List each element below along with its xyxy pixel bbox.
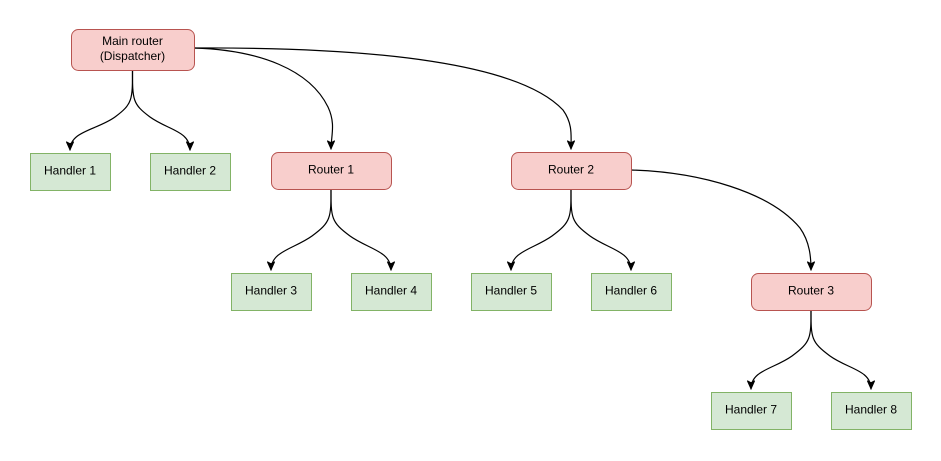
edge-main-router-to-router-2 bbox=[193, 47, 571, 149]
node-label-main-router: Main router bbox=[102, 34, 163, 48]
node-box-handler-8[interactable] bbox=[831, 392, 912, 430]
edge-main-router-to-router-1 bbox=[193, 47, 333, 149]
edge-main-router-to-handler-1 bbox=[70, 69, 134, 150]
node-box-router-2[interactable] bbox=[511, 152, 632, 190]
node-handler-7[interactable]: Handler 7 bbox=[711, 392, 792, 430]
node-label-handler-1: Handler 1 bbox=[44, 164, 96, 178]
node-router-1[interactable]: Router 1 bbox=[271, 152, 392, 190]
node-box-router-3[interactable] bbox=[751, 273, 872, 311]
edge-router-3-to-handler-7 bbox=[751, 309, 812, 389]
edge-router-1-to-handler-3 bbox=[271, 188, 332, 270]
node-box-handler-1[interactable] bbox=[30, 153, 111, 191]
edge-router-1-to-handler-4 bbox=[330, 188, 391, 270]
node-main-router[interactable]: Main router(Dispatcher) bbox=[71, 29, 195, 71]
node-label-handler-4: Handler 4 bbox=[365, 284, 417, 298]
node-label-handler-6: Handler 6 bbox=[605, 284, 657, 298]
node-box-handler-3[interactable] bbox=[231, 273, 312, 311]
node-label-router-2: Router 2 bbox=[548, 163, 594, 177]
node-handler-5[interactable]: Handler 5 bbox=[471, 273, 552, 311]
node-box-main-router[interactable] bbox=[71, 29, 195, 71]
node-label-router-3: Router 3 bbox=[788, 284, 834, 298]
node-label-router-1: Router 1 bbox=[308, 163, 354, 177]
node-box-router-1[interactable] bbox=[271, 152, 392, 190]
node-box-handler-7[interactable] bbox=[711, 392, 792, 430]
edge-router-3-to-handler-8 bbox=[810, 309, 871, 389]
edges-layer bbox=[70, 47, 871, 389]
node-box-handler-6[interactable] bbox=[591, 273, 672, 311]
node-box-handler-5[interactable] bbox=[471, 273, 552, 311]
nodes-layer: Main router(Dispatcher) Handler 1 Handler … bbox=[30, 29, 912, 430]
node-label-handler-2: Handler 2 bbox=[164, 164, 216, 178]
node-router-2[interactable]: Router 2 bbox=[511, 152, 632, 190]
node-label-handler-8: Handler 8 bbox=[845, 403, 897, 417]
edge-main-router-to-handler-2 bbox=[131, 69, 191, 150]
node-box-handler-2[interactable] bbox=[150, 153, 231, 191]
node-handler-3[interactable]: Handler 3 bbox=[231, 273, 312, 311]
edge-router-2-to-handler-6 bbox=[570, 188, 631, 270]
node-handler-2[interactable]: Handler 2 bbox=[150, 153, 231, 191]
node-router-3[interactable]: Router 3 bbox=[751, 273, 872, 311]
edge-router-2-to-router-3 bbox=[630, 169, 811, 270]
node-label-main-router: (Dispatcher) bbox=[100, 49, 165, 63]
node-handler-1[interactable]: Handler 1 bbox=[30, 153, 111, 191]
edge-router-2-to-handler-5 bbox=[511, 188, 572, 270]
node-label-handler-5: Handler 5 bbox=[485, 284, 537, 298]
node-label-handler-3: Handler 3 bbox=[245, 284, 297, 298]
node-handler-6[interactable]: Handler 6 bbox=[591, 273, 672, 311]
node-label-handler-7: Handler 7 bbox=[725, 403, 777, 417]
node-handler-8[interactable]: Handler 8 bbox=[831, 392, 912, 430]
node-box-handler-4[interactable] bbox=[351, 273, 432, 311]
node-handler-4[interactable]: Handler 4 bbox=[351, 273, 432, 311]
